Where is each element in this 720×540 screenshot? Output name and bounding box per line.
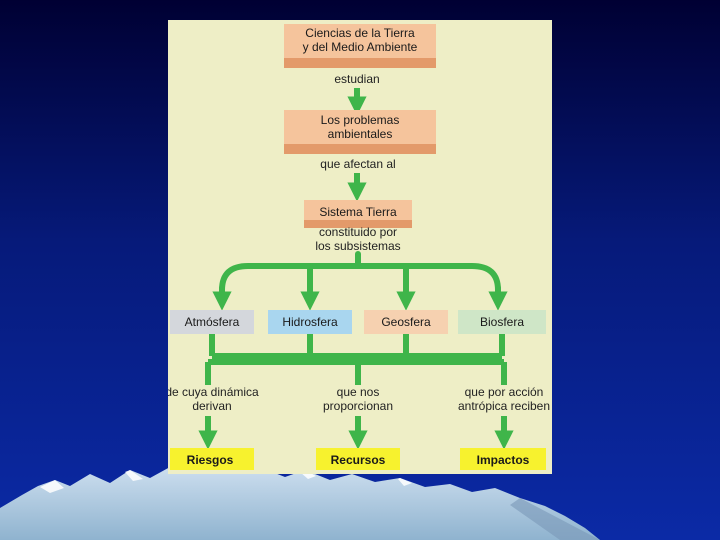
branch-label-riesgos-line1: de cuya dinámica [168, 385, 259, 399]
connector-afectan: que afectan al [320, 157, 395, 171]
subsystem-branch-arrows [212, 251, 508, 311]
outcome-arrows [198, 416, 514, 450]
connector-constituido-line2: los subsistemas [315, 239, 400, 253]
ciencias-box: Ciencias de la Tierra y del Medio Ambien… [284, 24, 436, 68]
problemas-line2: ambientales [328, 127, 393, 141]
hidrosfera-label: Hidrosfera [282, 315, 338, 329]
branch-label-recursos-line2: proporcionan [323, 399, 393, 413]
problemas-line1: Los problemas [321, 113, 400, 127]
atmosfera-box: Atmósfera [170, 310, 254, 334]
ciencias-line2: y del Medio Ambiente [303, 40, 418, 54]
sistema-tierra-box: Sistema Tierra [304, 200, 412, 228]
impactos-box: Impactos [460, 448, 546, 470]
branch-label-impactos-line1: que por acción [465, 385, 544, 399]
geosfera-box: Geosfera [364, 310, 448, 334]
connector-estudian: estudian [334, 72, 379, 86]
impactos-label: Impactos [477, 453, 530, 467]
branch-label-recursos-line1: que nos [337, 385, 380, 399]
branch-label-impactos-line2: antrópica reciben [458, 399, 550, 413]
sistema-tierra-label: Sistema Tierra [319, 205, 397, 219]
atmosfera-label: Atmósfera [185, 315, 240, 329]
riesgos-label: Riesgos [187, 453, 234, 467]
riesgos-box: Riesgos [170, 448, 254, 470]
problemas-box: Los problemas ambientales [284, 110, 436, 154]
hidrosfera-box: Hidrosfera [268, 310, 352, 334]
geosfera-label: Geosfera [381, 315, 431, 329]
recursos-box: Recursos [316, 448, 400, 470]
concept-map-panel: Ciencias de la Tierra y del Medio Ambien… [168, 20, 552, 474]
biosfera-label: Biosfera [480, 315, 524, 329]
outcome-branch-lines [205, 334, 507, 385]
concept-map: Ciencias de la Tierra y del Medio Ambien… [168, 24, 550, 470]
biosfera-box: Biosfera [458, 310, 546, 334]
branch-label-riesgos-line2: derivan [192, 399, 231, 413]
recursos-label: Recursos [331, 453, 386, 467]
ciencias-line1: Ciencias de la Tierra [305, 26, 415, 40]
connector-constituido-line1: constituido por [319, 225, 397, 239]
